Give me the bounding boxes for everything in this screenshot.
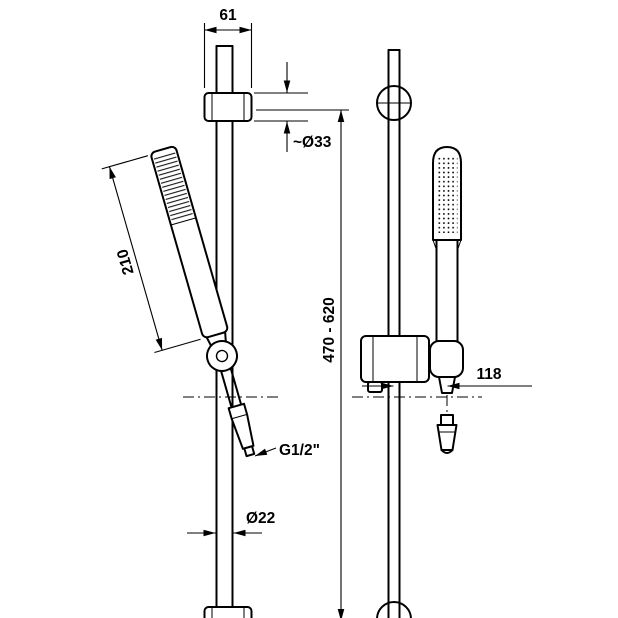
hand-shower-front (432, 146, 462, 343)
hose-nut-side (220, 368, 256, 458)
spray-dots-texture (436, 155, 458, 233)
handset-ring (429, 340, 464, 378)
front-view: 118 (352, 49, 532, 618)
dimension-61: 61 (203, 7, 253, 88)
hose-nut-front (436, 395, 458, 454)
dim-label-33: ~Ø33 (293, 134, 332, 151)
dimension-22: Ø22 (187, 510, 275, 537)
slider-holder (360, 335, 464, 394)
dimension-33: ~Ø33 (254, 62, 332, 152)
dim-label-470-620: 470 - 620 (321, 297, 338, 363)
dimension-118: 118 (362, 366, 532, 390)
dimension-210: 210 (101, 155, 201, 354)
top-flange-front (376, 85, 412, 121)
dim-label-210: 210 (114, 247, 137, 277)
top-wall-bracket (203, 92, 253, 122)
handset-handle-front (435, 239, 459, 343)
bottom-wall-bracket (203, 606, 253, 618)
dim-label-118: 118 (476, 366, 501, 383)
dim-label-22: Ø22 (246, 510, 275, 527)
callout-g12: G1/2" (254, 442, 320, 459)
side-view: 210 61 ~Ø33 470 - 620 G1/2" (101, 7, 349, 618)
rail-front (387, 49, 401, 618)
spray-face-texture (153, 150, 194, 222)
dimension-470-620: 470 - 620 (256, 109, 349, 618)
handset-outlet (438, 376, 456, 394)
dim-label-g12: G1/2" (279, 442, 320, 459)
ball-joint (206, 340, 238, 372)
lock-tab (367, 381, 383, 393)
hand-shower-side: 210 (101, 145, 256, 458)
bottom-flange-front (376, 601, 412, 618)
dim-label-61: 61 (219, 7, 237, 24)
